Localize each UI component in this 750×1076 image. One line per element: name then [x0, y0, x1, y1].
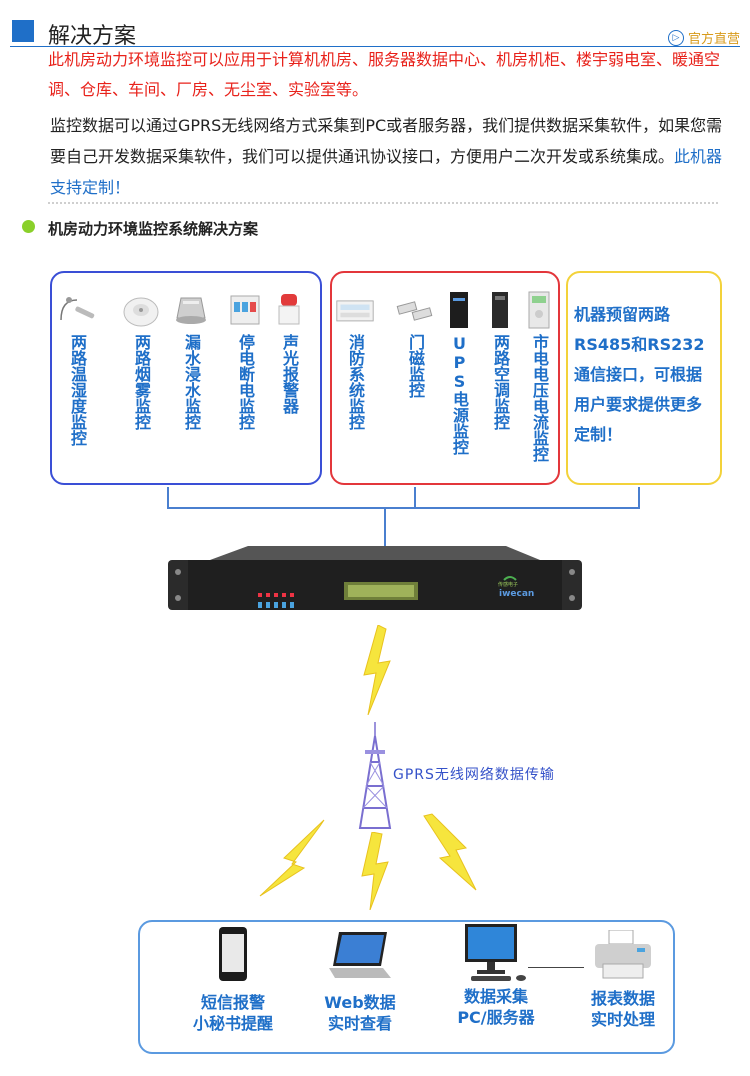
sensor-door-magnet: 门磁监控 — [394, 290, 436, 398]
section-bullet — [22, 220, 35, 233]
header-divider — [10, 46, 740, 47]
arrow-circle-icon: ▷ — [667, 29, 684, 46]
connector-line — [414, 487, 416, 508]
printer-icon — [595, 930, 651, 979]
alarm-light-icon — [269, 290, 309, 330]
sensor-label: 消防系统监控 — [346, 334, 365, 430]
water-leak-sensor-icon — [171, 290, 211, 330]
intro-body-text: 监控数据可以通过GPRS无线网络方式采集到PC或者服务器，我们提供数据采集软件，… — [50, 116, 723, 166]
terminal-line1: 短信报警 — [200, 993, 265, 1012]
sensor-temperature: 两路温湿度监控 — [56, 290, 98, 446]
terminal-line2: 小秘书提醒 — [192, 1014, 273, 1033]
terminal-line2: PC/服务器 — [457, 1008, 535, 1027]
sensor-fire-system: 消防系统监控 — [334, 290, 376, 430]
ups-icon — [439, 290, 479, 330]
terminal-line1: Web数据 — [324, 993, 396, 1012]
intro-red-text: 此机房动力环境监控可以应用于计算机机房、服务器数据中心、机房机柜、楼宇弱电室、暖… — [48, 50, 721, 99]
sensor-alarm: 声光报警器 — [268, 290, 310, 414]
laptop-icon — [329, 932, 391, 978]
mobile-phone-icon — [219, 927, 247, 981]
sensor-label: 两路温湿度监控 — [68, 334, 87, 446]
sensor-power-outage: 停电断电监控 — [224, 290, 266, 430]
interface-note-box — [566, 271, 722, 485]
network-label: GPRS无线网络数据传输 — [393, 767, 555, 783]
sensor-label: 漏水浸水监控 — [182, 334, 201, 430]
terminal-line2: 实时查看 — [327, 1014, 392, 1033]
lightning-icon — [361, 832, 389, 910]
door-magnet-icon — [395, 290, 435, 330]
terminal-line2: 实时处理 — [590, 1010, 655, 1029]
intro-highlight: 此机器支持定制！ — [50, 147, 723, 197]
connector-line — [167, 487, 169, 508]
intro-body: 监控数据可以通过GPRS无线网络方式采集到PC或者服务器，我们提供数据采集软件，… — [50, 110, 730, 203]
sensor-air-conditioner: 两路空调监控 — [479, 290, 521, 430]
signal-tower-icon — [358, 722, 392, 829]
device-brand-cn: 传感电子 — [498, 581, 518, 588]
lightning-icon — [423, 813, 477, 891]
power-meter-icon — [519, 290, 559, 330]
terminal-web: Web数据 实时查看 — [300, 930, 420, 1034]
interface-note: 机器预留两路RS485和RS232通信接口，可根据用户要求提供更多定制！ — [574, 305, 705, 444]
official-store-link[interactable]: ▷ 官方直营 — [667, 28, 740, 47]
page-title: 解决方案 — [48, 24, 137, 49]
official-store-label: 官方直营 — [687, 32, 740, 47]
connector-line — [638, 487, 640, 508]
air-conditioner-icon — [480, 290, 520, 330]
sensor-ups: UPS电源监控 — [438, 290, 480, 455]
pc-printer-link — [528, 967, 584, 968]
lightning-icon — [363, 625, 391, 715]
terminal-line1: 报表数据 — [590, 989, 655, 1008]
sensor-smoke: 两路烟雾监控 — [120, 290, 162, 430]
desktop-pc-icon — [465, 924, 526, 981]
temperature-probe-icon — [57, 290, 97, 330]
sensor-label: UPS电源监控 — [450, 334, 469, 455]
sensor-label: 市电电压电流监控 — [530, 334, 549, 462]
terminal-line1: 数据采集 — [463, 987, 528, 1006]
dotted-divider — [48, 202, 718, 204]
lightning-icon — [259, 819, 325, 897]
sensor-label: 停电断电监控 — [236, 334, 255, 430]
sensor-label: 门磁监控 — [406, 334, 425, 398]
circuit-breaker-icon — [225, 290, 265, 330]
terminal-report: 报表数据 实时处理 — [563, 930, 683, 1030]
smoke-detector-icon — [121, 290, 161, 330]
connector-to-device — [384, 507, 386, 547]
sensor-label: 两路空调监控 — [491, 334, 510, 430]
terminals-group — [138, 920, 675, 1054]
sensor-mains-power: 市电电压电流监控 — [518, 290, 560, 462]
connector-bus — [167, 507, 640, 509]
terminal-sms: 短信报警 小秘书提醒 — [173, 926, 293, 1034]
sensor-water-leak: 漏水浸水监控 — [170, 290, 212, 430]
device-brand: iwecan — [499, 589, 534, 599]
sensor-label: 声光报警器 — [280, 334, 299, 414]
terminal-pc: 数据采集 PC/服务器 — [436, 922, 556, 1028]
rack-monitor-device-icon: 传感电子 iwecan — [168, 546, 582, 616]
sensor-label: 两路烟雾监控 — [132, 334, 151, 430]
header-square — [12, 20, 34, 42]
section-title: 机房动力环境监控系统解决方案 — [48, 220, 259, 238]
fire-panel-icon — [335, 290, 375, 330]
